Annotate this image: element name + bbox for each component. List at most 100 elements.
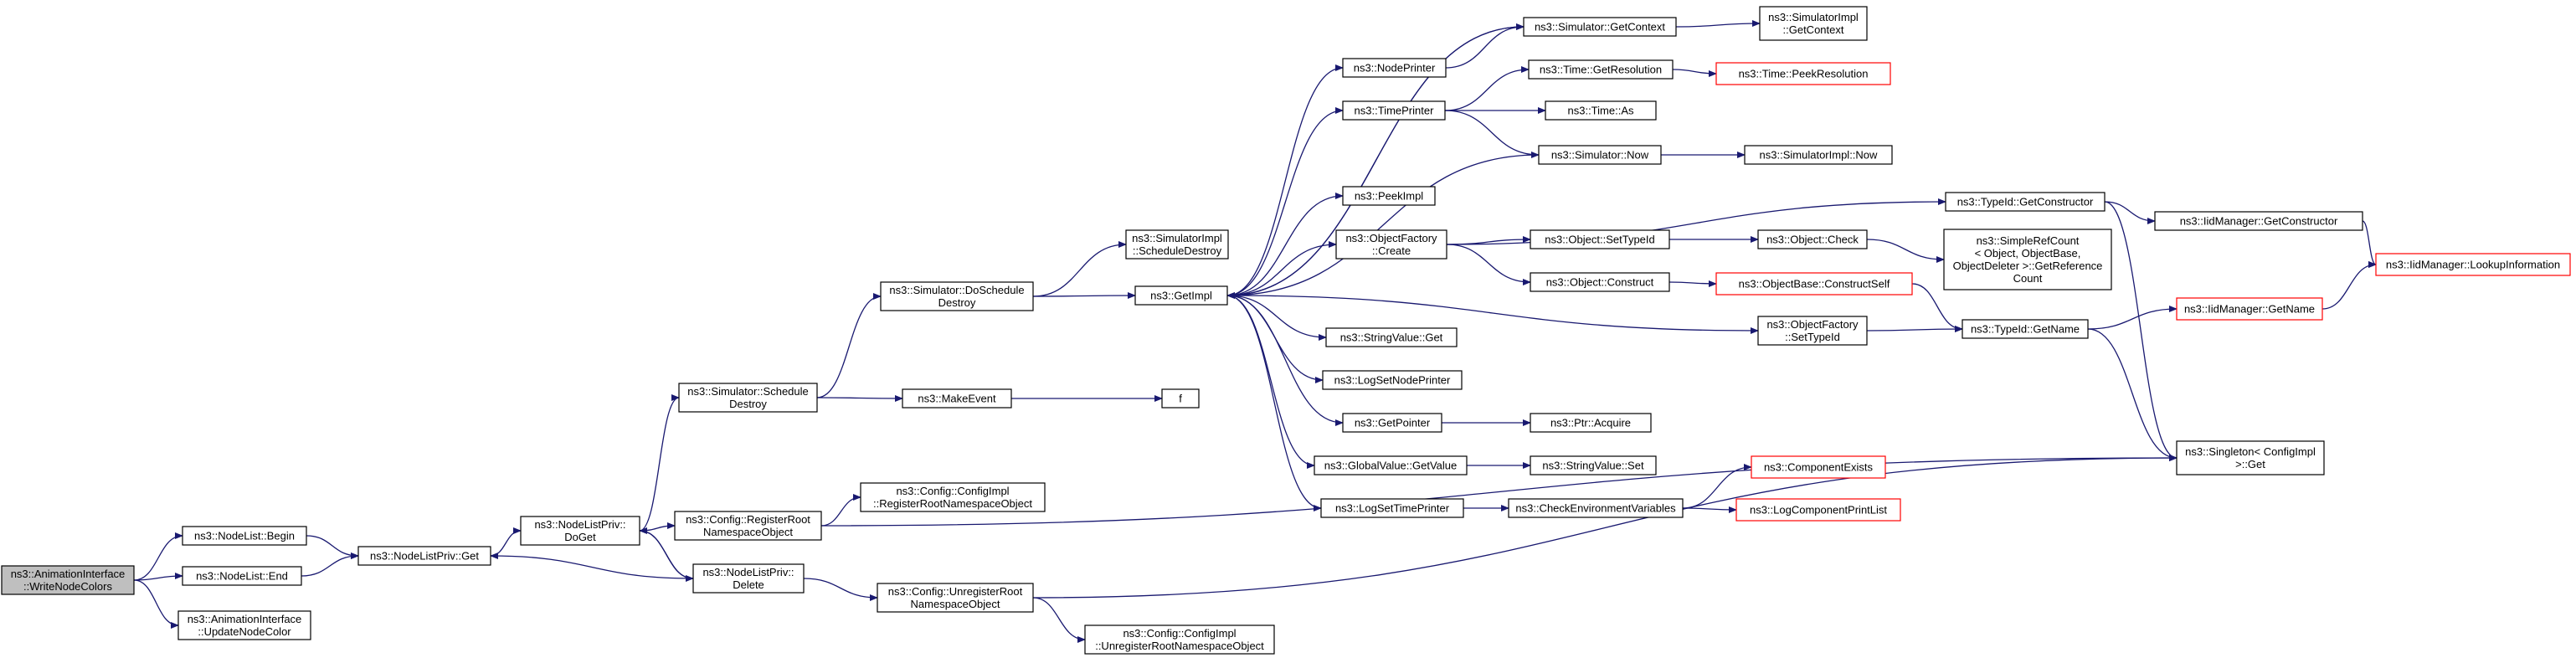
node-typeid-getname[interactable]: ns3::TypeId::GetName: [1962, 319, 2089, 339]
node-writenodecolors[interactable]: ns3::AnimationInterface::WriteNodeColors: [1, 565, 135, 595]
edge-object-construct-to-objectbase-constructself: [1668, 280, 1717, 287]
node-box: [520, 516, 640, 546]
node-label-line: ns3::SimulatorImpl: [1132, 232, 1222, 244]
edge-getimpl-to-getpointer: [1226, 295, 1344, 426]
node-label-line: ns3::IidManager::LookupInformation: [2386, 259, 2560, 271]
edge-checkenvvars-to-componentexists: [1682, 464, 1752, 509]
node-getpointer[interactable]: ns3::GetPointer: [1342, 413, 1442, 433]
node-label-line: NamespaceObject: [911, 598, 1000, 610]
node-configimpl-unregister[interactable]: ns3::Config::ConfigImpl::UnregisterRootN…: [1084, 624, 1275, 655]
node-object-settypeid[interactable]: ns3::Object::SetTypeId: [1530, 229, 1670, 249]
node-iidmanager-lookupinformation[interactable]: ns3::IidManager::LookupInformation: [2375, 253, 2571, 276]
node-nodelist-end[interactable]: ns3::NodeList::End: [182, 566, 302, 586]
node-nodelistpriv-delete[interactable]: ns3::NodeListPriv::Delete: [692, 563, 805, 594]
node-simulatorimpl-getcontext[interactable]: ns3::SimulatorImpl::GetContext: [1759, 6, 1868, 41]
node-nodelistpriv-doget[interactable]: ns3::NodeListPriv::DoGet: [520, 516, 640, 546]
node-simulator-getcontext[interactable]: ns3::Simulator::GetContext: [1523, 17, 1677, 37]
node-globalvalue-getvalue[interactable]: ns3::GlobalValue::GetValue: [1314, 455, 1468, 475]
node-object-check[interactable]: ns3::Object::Check: [1757, 229, 1868, 249]
node-stringvalue-set[interactable]: ns3::StringValue::Set: [1530, 455, 1657, 475]
node-box: [1943, 229, 2112, 290]
edge-nodelistpriv-get-to-nodelistpriv-doget: [490, 527, 522, 557]
node-label-line: DoGet: [564, 531, 596, 543]
node-config-unregisterroot[interactable]: ns3::Config::UnregisterRootNamespaceObje…: [877, 583, 1034, 613]
node-nodeprinter[interactable]: ns3::NodePrinter: [1342, 58, 1447, 78]
node-updatenodecolor[interactable]: ns3::AnimationInterface::UpdateNodeColor: [177, 610, 311, 640]
edge-object-check-to-simplerefcount: [1866, 239, 1945, 263]
node-peekimpl[interactable]: ns3::PeekImpl: [1342, 186, 1436, 206]
node-label-line: ns3::Object::Construct: [1546, 276, 1654, 289]
node-box: [1715, 62, 1891, 85]
node-simulator-now[interactable]: ns3::Simulator::Now: [1538, 145, 1662, 165]
node-box: [1528, 59, 1674, 80]
node-getimpl[interactable]: ns3::GetImpl: [1134, 285, 1228, 306]
edge-simulator-scheduledestroy-to-simulator-doschedule: [816, 293, 882, 398]
node-box: [1962, 319, 2089, 339]
node-ptr-acquire[interactable]: ns3::Ptr::Acquire: [1530, 413, 1652, 433]
node-stringvalue-get[interactable]: ns3::StringValue::Get: [1325, 327, 1458, 347]
node-label-line: ns3::AnimationInterface: [188, 613, 302, 625]
node-checkenvvars[interactable]: ns3::CheckEnvironmentVariables: [1508, 498, 1684, 518]
node-label-line: ns3::TimePrinter: [1355, 105, 1435, 117]
node-label-line: ns3::StringValue::Get: [1340, 332, 1443, 344]
node-box: [1744, 145, 1893, 165]
edge-config-unregisterroot-to-configimpl-unregister: [1032, 597, 1086, 643]
node-label-line: ns3::Simulator::Schedule: [687, 385, 809, 398]
node-timeprinter[interactable]: ns3::TimePrinter: [1342, 100, 1446, 121]
edge-objectfactory-settypeid-to-typeid-getname: [1866, 326, 1963, 333]
node-componentexists[interactable]: ns3::ComponentExists: [1751, 455, 1886, 479]
node-simulatorimpl-now[interactable]: ns3::SimulatorImpl::Now: [1744, 145, 1893, 165]
node-time-peekresolution[interactable]: ns3::Time::PeekResolution: [1715, 62, 1891, 85]
node-box: [1757, 229, 1868, 249]
node-object-construct[interactable]: ns3::Object::Construct: [1530, 272, 1670, 292]
node-config-registerroot[interactable]: ns3::Config::RegisterRootNamespaceObject: [674, 511, 822, 541]
node-objectbase-constructself[interactable]: ns3::ObjectBase::ConstructSelf: [1715, 272, 1913, 296]
node-label-line: ns3::AnimationInterface: [11, 568, 126, 580]
node-iidmanager-getconstructor[interactable]: ns3::IidManager::GetConstructor: [2154, 211, 2363, 231]
edges-layer: [133, 20, 2377, 643]
node-box: [860, 482, 1046, 512]
edge-getimpl-to-peekimpl: [1226, 193, 1344, 296]
node-label-line: ns3::Time::PeekResolution: [1739, 68, 1869, 80]
node-objectfactory-create[interactable]: ns3::ObjectFactory::Create: [1335, 229, 1447, 260]
node-label-line: ns3::TypeId::GetName: [1971, 323, 2080, 336]
node-label-line: ns3::LogSetTimePrinter: [1335, 502, 1450, 515]
node-label-line: ns3::GetPointer: [1355, 417, 1431, 429]
node-label-line: ns3::TypeId::GetConstructor: [1957, 196, 2094, 208]
node-makeevent[interactable]: ns3::MakeEvent: [902, 388, 1012, 409]
edge-objectfactory-create-to-typeid-getconstructor: [1446, 198, 1946, 245]
node-label-line: ::UpdateNodeColor: [198, 625, 291, 638]
node-objectfactory-settypeid[interactable]: ns3::ObjectFactory::SetTypeId: [1757, 316, 1868, 346]
node-logcomponentprintlist[interactable]: ns3::LogComponentPrintList: [1735, 498, 1901, 522]
edge-getimpl-to-objectfactory-settypeid: [1226, 295, 1759, 334]
edge-writenodecolors-to-nodelist-end: [133, 573, 183, 581]
node-label-line: ns3::LogSetNodePrinter: [1334, 374, 1451, 387]
node-label-line: ns3::LogComponentPrintList: [1750, 504, 1887, 517]
node-box: [1325, 327, 1458, 347]
node-logsetnodeprinter[interactable]: ns3::LogSetNodePrinter: [1322, 370, 1463, 390]
node-time-as[interactable]: ns3::Time::As: [1545, 100, 1657, 121]
node-singleton-get[interactable]: ns3::Singleton< ConfigImpl >::Get: [2176, 440, 2325, 475]
node-box: [1735, 498, 1901, 522]
node-label-line: ns3::Singleton< ConfigImpl: [2185, 445, 2316, 458]
node-simulatorimpl-scheduledestroy[interactable]: ns3::SimulatorImpl::ScheduleDestroy: [1125, 229, 1229, 260]
node-box: [1523, 17, 1677, 37]
node-label-line: ns3::Simulator::Now: [1551, 149, 1649, 162]
node-simulator-scheduledestroy[interactable]: ns3::Simulator::ScheduleDestroy: [678, 383, 818, 413]
node-simplerefcount[interactable]: ns3::SimpleRefCount< Object, ObjectBase,…: [1943, 229, 2112, 290]
node-iidmanager-getname[interactable]: ns3::IidManager::GetName: [2176, 297, 2323, 321]
edge-getimpl-to-logsettimeprinter: [1226, 295, 1322, 511]
edge-timeprinter-to-simulator-now: [1444, 110, 1540, 158]
node-nodelistpriv-get[interactable]: ns3::NodeListPriv::Get: [357, 546, 491, 566]
node-label-line: Count: [2013, 272, 2043, 285]
node-configimpl-register[interactable]: ns3::Config::ConfigImpl::RegisterRootNam…: [860, 482, 1046, 512]
node-nodelist-begin[interactable]: ns3::NodeList::Begin: [182, 526, 307, 546]
edge-config-registerroot-to-singleton-get: [820, 455, 2178, 527]
node-logsettimeprinter[interactable]: ns3::LogSetTimePrinter: [1320, 498, 1464, 518]
node-typeid-getconstructor[interactable]: ns3::TypeId::GetConstructor: [1945, 192, 2106, 212]
edge-typeid-getname-to-singleton-get: [2087, 328, 2178, 461]
node-label-line: f: [1179, 393, 1182, 405]
node-f[interactable]: f: [1161, 388, 1200, 409]
node-time-getresolution[interactable]: ns3::Time::GetResolution: [1528, 59, 1674, 80]
